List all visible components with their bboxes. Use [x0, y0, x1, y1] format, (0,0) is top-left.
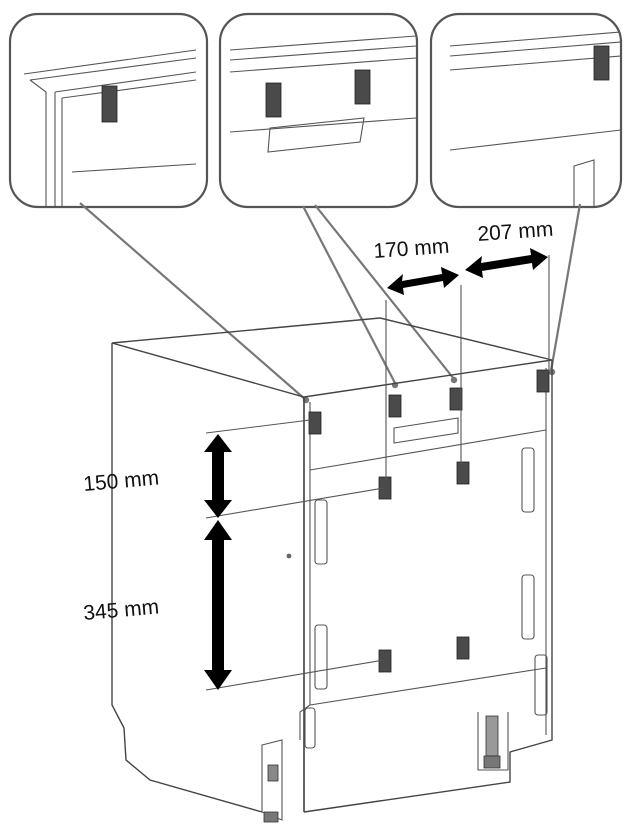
- label-207mm: 207 mm: [477, 218, 554, 246]
- adhesive-pad-icon: [308, 411, 322, 435]
- adhesive-pad-icon: [456, 461, 470, 485]
- adhesive-pad-icon: [378, 476, 392, 500]
- adhesive-pad-icon: [101, 85, 118, 123]
- zoom-panel-right: [429, 12, 623, 209]
- adhesive-pad-icon: [536, 369, 550, 393]
- label-170mm: 170 mm: [373, 235, 450, 263]
- measurement-guides: [205, 255, 550, 691]
- dimension-arrows: [204, 248, 548, 690]
- body-pads: [308, 369, 550, 673]
- adhesive-pad-icon: [354, 69, 371, 105]
- zoom-panel-center: [218, 12, 419, 209]
- adhesive-pad-icon: [593, 45, 610, 81]
- double-arrow-icon: [204, 520, 232, 690]
- adhesive-pad-icon: [449, 387, 463, 411]
- label-150mm: 150 mm: [82, 466, 160, 496]
- double-arrow-icon: [387, 267, 459, 295]
- double-arrow-icon: [204, 434, 232, 518]
- zoom-panel-left: [8, 12, 209, 209]
- dishwasher-body: [111, 317, 553, 823]
- zoom-panel-right-frame: [429, 12, 623, 209]
- adhesive-pad-icon: [388, 394, 402, 418]
- label-345mm: 345 mm: [82, 595, 160, 625]
- zoom-panel-center-frame: [218, 12, 419, 209]
- double-arrow-icon: [465, 248, 548, 278]
- adhesive-pad-icon: [456, 636, 470, 660]
- adhesive-pad-icon: [265, 82, 282, 118]
